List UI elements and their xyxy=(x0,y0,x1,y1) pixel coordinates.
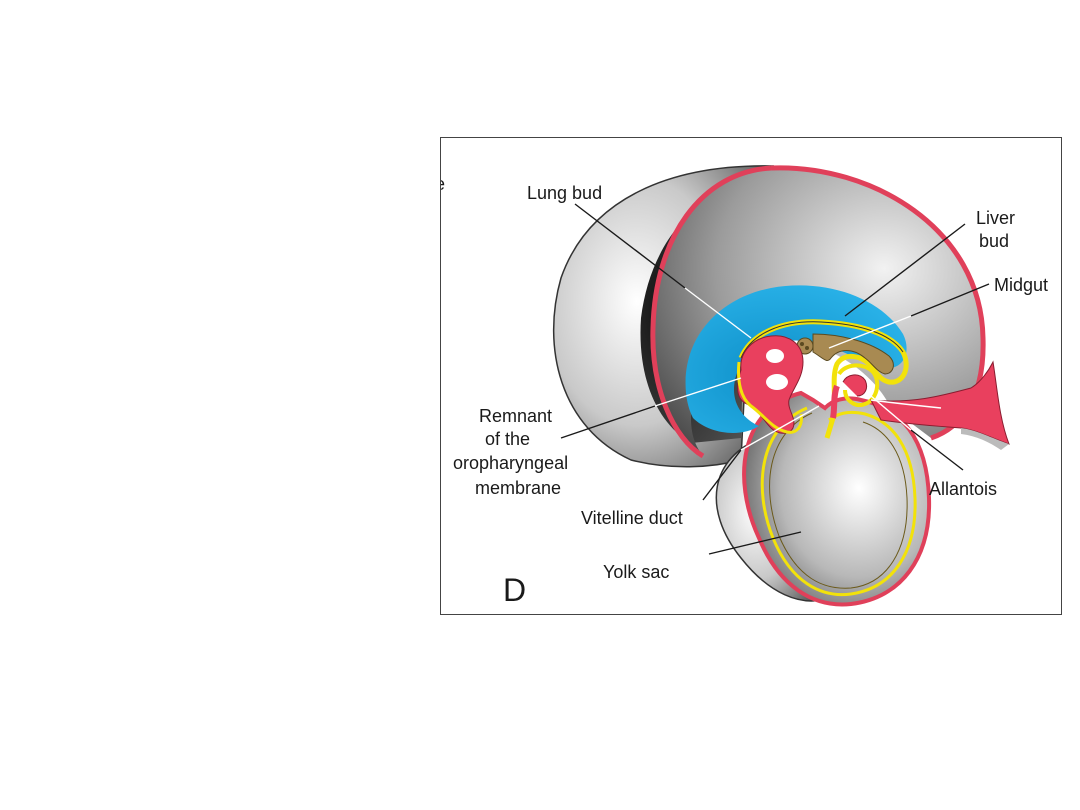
panel-letter: D xyxy=(503,572,526,608)
label-lung-bud: Lung bud xyxy=(527,183,602,203)
embryo-diagram-figure: Lung bud Liver bud Midgut Remnant of the… xyxy=(440,137,1062,615)
label-remnant-line3: oropharyngeal xyxy=(453,453,568,473)
leader-lines xyxy=(560,203,990,555)
leader-midgut xyxy=(910,283,990,317)
leader-yolk-sac xyxy=(708,531,802,555)
label-yolk-sac: Yolk sac xyxy=(603,562,669,582)
blue-cavity xyxy=(685,285,907,433)
label-remnant-line2: of the xyxy=(485,429,530,449)
embryo-diagram-svg: Lung bud Liver bud Midgut Remnant of the… xyxy=(441,165,1048,608)
label-midgut: Midgut xyxy=(994,275,1048,295)
label-liver-bud-line1: Liver xyxy=(976,208,1015,228)
label-allantois: Allantois xyxy=(929,479,997,499)
label-liver-bud-line2: bud xyxy=(979,231,1009,251)
leader-lung-bud xyxy=(574,203,686,289)
leader-liver-bud xyxy=(844,223,966,317)
cropped-text-fragment: e xyxy=(441,174,445,194)
leader-vitelline xyxy=(702,449,742,501)
leader-remnant xyxy=(560,405,656,439)
leader-allantois xyxy=(910,429,964,471)
label-remnant-line4: membrane xyxy=(475,478,561,498)
label-remnant-line1: Remnant xyxy=(479,406,552,426)
yolk-sac xyxy=(715,390,932,607)
embryo-body xyxy=(737,319,909,439)
label-vitelline-duct: Vitelline duct xyxy=(581,508,683,528)
connecting-stalk xyxy=(870,360,1010,450)
